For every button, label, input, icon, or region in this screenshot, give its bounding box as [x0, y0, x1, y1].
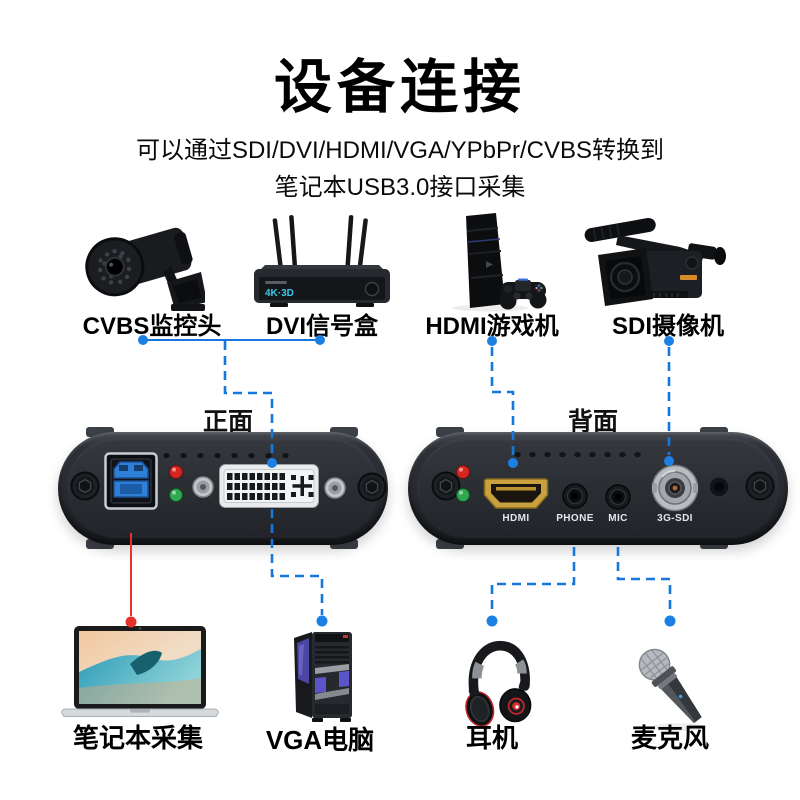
phone-port-label: PHONE — [556, 513, 594, 524]
mount-tab — [86, 427, 114, 437]
phone-jack-icon — [562, 483, 588, 509]
led-red — [169, 465, 183, 479]
dvi-box-screen-text: 4K·3D — [265, 288, 294, 299]
cvbs-camera-icon — [75, 206, 205, 318]
sdi-camcorder-icon — [580, 203, 730, 315]
hdmi-port-icon — [483, 478, 549, 510]
vent-holes — [163, 453, 289, 460]
standoff-screw-icon — [324, 477, 346, 499]
label-laptop-capture: 笔记本采集 — [72, 723, 203, 753]
standoff-screw-icon — [192, 476, 214, 498]
mic-jack-icon — [605, 484, 631, 510]
hdmi-port-label: HDMI — [502, 513, 530, 524]
label-sdi-camera: SDI摄像机 — [611, 313, 724, 340]
vent-holes — [514, 452, 641, 459]
label-vga-pc: VGA电脑 — [265, 725, 375, 755]
laptop-icon — [60, 626, 220, 720]
subtitle-line-2: 笔记本USB3.0接口采集 — [274, 174, 526, 201]
subtitle: 可以通过SDI/DVI/HDMI/VGA/YPbPr/CVBS转换到 笔记本US… — [0, 132, 800, 206]
mount-tab — [86, 539, 114, 549]
label-cvbs-camera: CVBS监控头 — [82, 313, 222, 340]
pc-tower-icon — [282, 626, 364, 724]
bnc-sdi-connector-icon — [651, 464, 699, 512]
led-green — [169, 488, 183, 502]
mount-tab — [330, 427, 358, 437]
page-title: 设备连接 — [273, 55, 526, 120]
led-red — [456, 465, 470, 479]
dvi-port-icon — [219, 464, 319, 508]
hex-screw-icon — [357, 472, 387, 502]
back-view-label: 背面 — [567, 408, 618, 436]
phone-output-dashed-line — [490, 547, 576, 615]
microphone-icon — [628, 642, 716, 734]
game-console-icon — [432, 208, 552, 313]
led-green — [456, 488, 470, 502]
label-headphones: 耳机 — [465, 723, 518, 753]
label-dvi-box: DVI信号盒 — [265, 313, 378, 340]
gamepad-icon — [499, 278, 547, 310]
mount-tab — [436, 539, 464, 549]
label-microphone: 麦克风 — [630, 723, 709, 753]
mount-tab — [330, 539, 358, 549]
headphones-icon — [450, 638, 546, 734]
mount-tab — [436, 427, 464, 437]
mic-output-dashed-line — [616, 547, 672, 615]
hex-screw-icon — [745, 471, 775, 501]
usb-b-port-icon — [104, 452, 158, 510]
label-game-console: HDMI游戏机 — [425, 313, 559, 340]
hex-screw-icon — [70, 471, 100, 501]
mic-port-label: MIC — [608, 513, 628, 524]
screw-hole-icon — [708, 476, 730, 498]
subtitle-line-1: 可以通过SDI/DVI/HDMI/VGA/YPbPr/CVBS转换到 — [135, 137, 665, 164]
sdi-port-label: 3G-SDI — [657, 513, 693, 524]
capture-device-front-panel — [58, 432, 388, 545]
capture-device-back-panel: HDMI PHONE MIC — [408, 432, 788, 545]
hex-screw-icon — [431, 471, 461, 501]
dvi-signal-box-icon: 4K·3D — [252, 212, 392, 312]
